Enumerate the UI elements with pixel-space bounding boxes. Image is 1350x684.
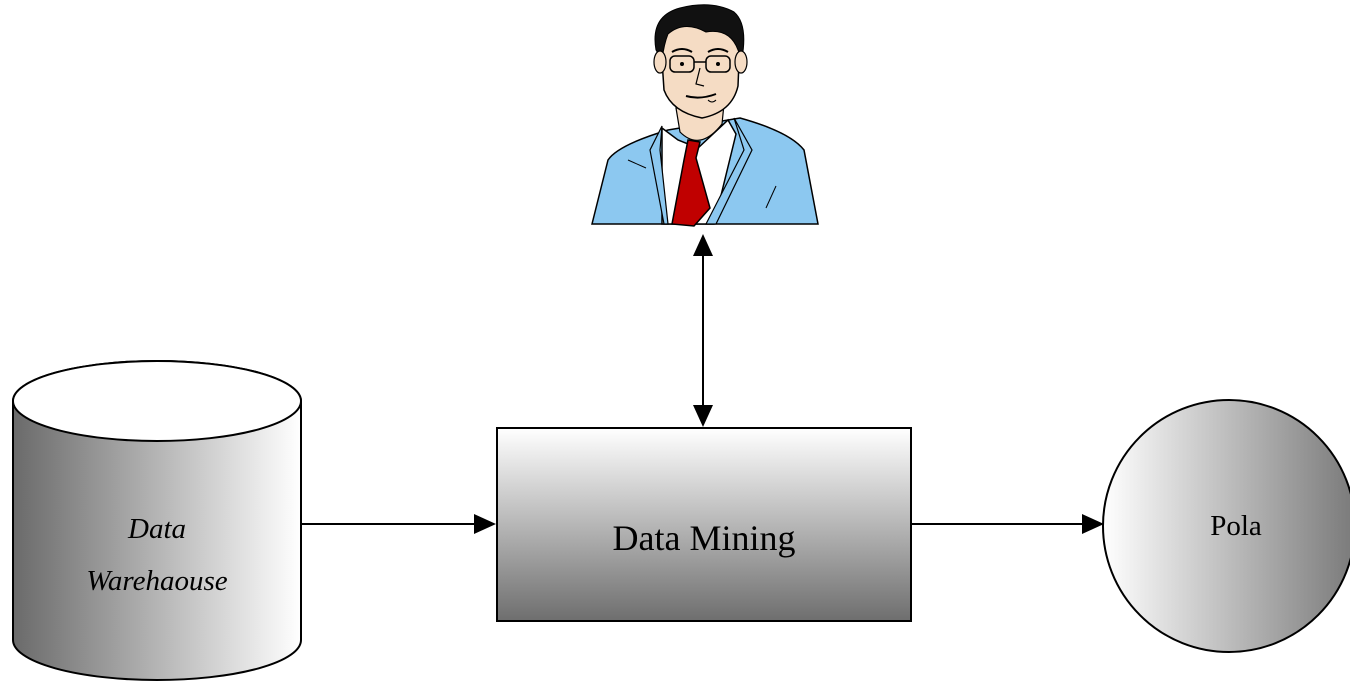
- arrow-user-mining-bidirectional: [693, 234, 713, 427]
- pola-label: Pola: [1210, 510, 1262, 542]
- data-warehouse-label-line2: Warehaouse: [86, 565, 227, 597]
- arrow-mining-to-pola: [912, 514, 1104, 534]
- pola-circle: Pola: [1102, 399, 1350, 653]
- arrow-warehouse-to-mining: [302, 514, 496, 534]
- data-mining-label: Data Mining: [613, 518, 796, 558]
- data-warehouse-cylinder: Data Warehaouse: [12, 360, 302, 681]
- data-warehouse-label-line1: Data: [127, 513, 186, 545]
- businessman-icon: [591, 4, 819, 227]
- data-mining-box: Data Mining: [496, 427, 912, 622]
